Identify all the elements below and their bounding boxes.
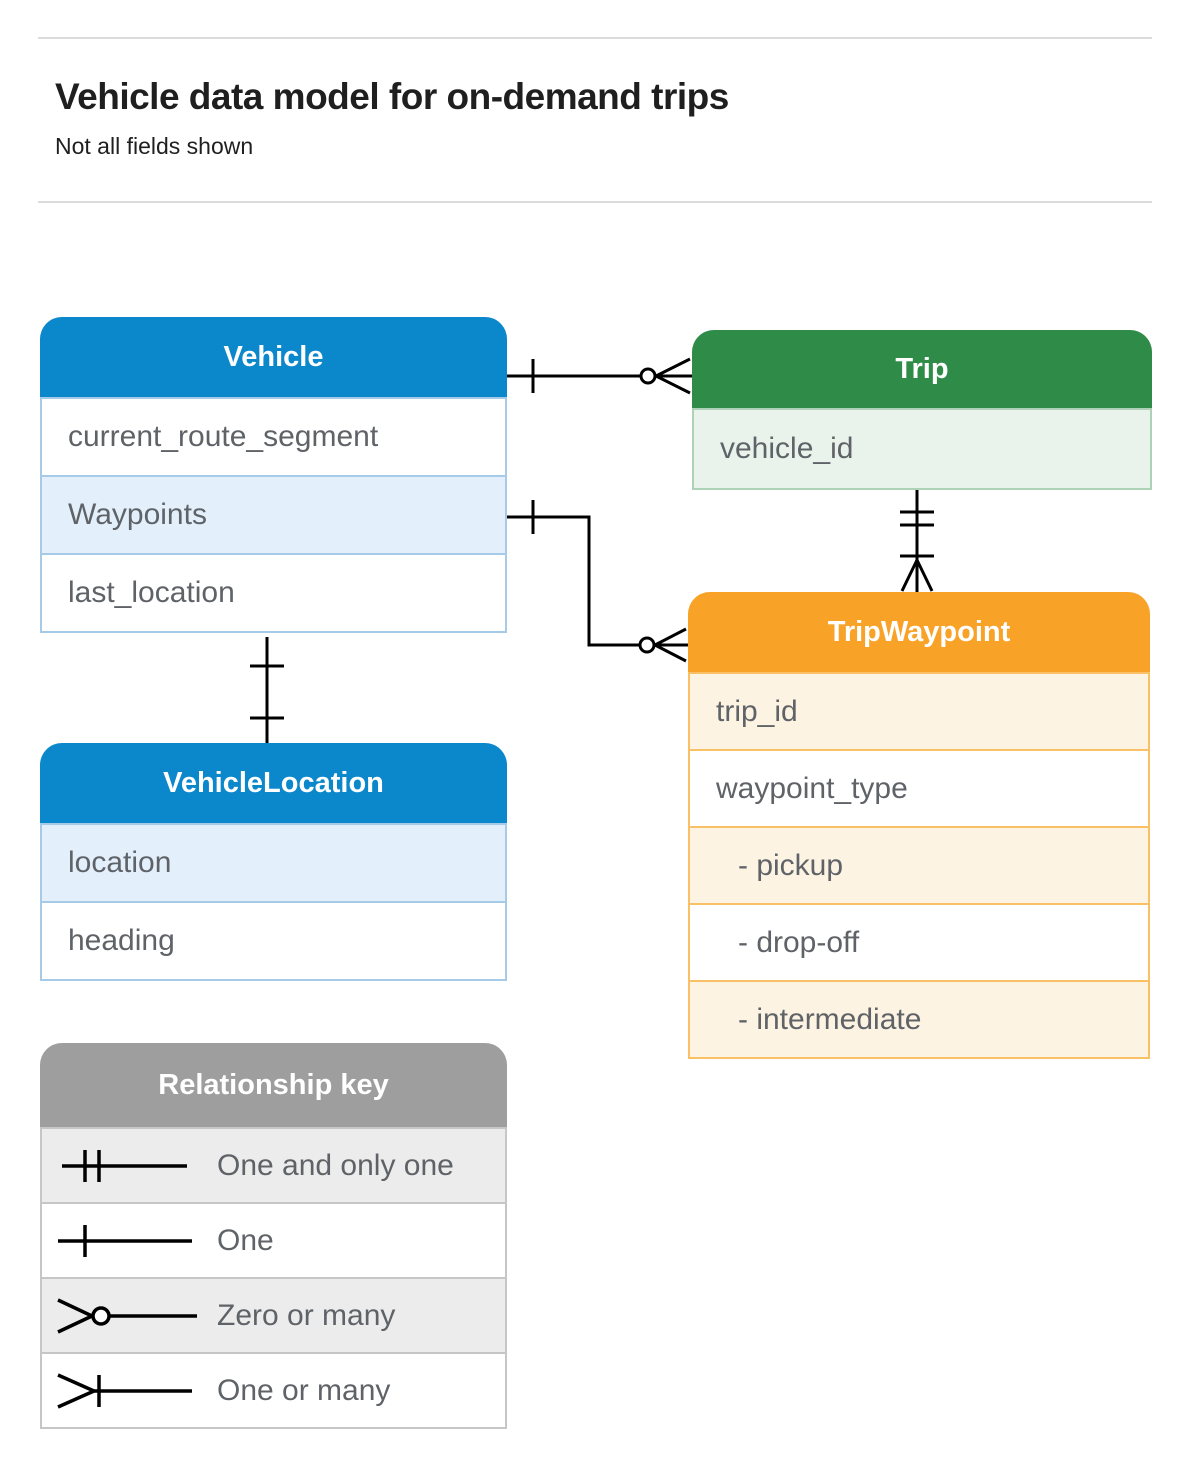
page-title: Vehicle data model for on-demand trips bbox=[55, 76, 729, 117]
legend-row-one-or-many: One or many bbox=[40, 1352, 507, 1429]
vehicle-table: Vehicle current_route_segment Waypoints … bbox=[40, 317, 507, 633]
field-row-waypoints: Waypoints bbox=[40, 475, 507, 555]
field-row-pickup: - pickup bbox=[688, 826, 1150, 905]
one-and-only-one-icon bbox=[62, 1149, 187, 1182]
legend-label: One and only one bbox=[217, 1148, 454, 1182]
field-row-vehicle-id: vehicle_id bbox=[692, 408, 1152, 490]
field-row-waypoint-type: waypoint_type bbox=[688, 749, 1150, 828]
field-row-last-location: last_location bbox=[40, 553, 507, 633]
connector-trip-tripwaypoint bbox=[900, 490, 934, 592]
one-or-many-icon bbox=[57, 1372, 192, 1409]
field-row-heading: heading bbox=[40, 901, 507, 981]
field-row-trip-id: trip_id bbox=[688, 672, 1150, 751]
vehicle-location-table-header: VehicleLocation bbox=[40, 743, 507, 823]
relationship-key: Relationship key One and only one One bbox=[40, 1043, 507, 1429]
trip-waypoint-table-header: TripWaypoint bbox=[688, 592, 1150, 672]
field-row-current-route-segment: current_route_segment bbox=[40, 397, 507, 477]
one-icon bbox=[58, 1224, 192, 1257]
zero-or-many-icon bbox=[57, 1297, 197, 1334]
legend-label: One or many bbox=[217, 1373, 391, 1407]
top-divider bbox=[38, 37, 1152, 39]
legend-row-zero-or-many: Zero or many bbox=[40, 1277, 507, 1354]
vehicle-table-header: Vehicle bbox=[40, 317, 507, 397]
relationship-key-header: Relationship key bbox=[40, 1043, 507, 1127]
connector-waypoints-tripwaypoint bbox=[507, 500, 688, 663]
field-row-location: location bbox=[40, 823, 507, 903]
page-subtitle: Not all fields shown bbox=[55, 133, 254, 159]
trip-table: Trip vehicle_id bbox=[692, 330, 1152, 490]
field-row-intermediate: - intermediate bbox=[688, 980, 1150, 1059]
trip-table-header: Trip bbox=[692, 330, 1152, 408]
legend-label: One bbox=[217, 1223, 274, 1257]
connector-vehicle-trip bbox=[507, 357, 692, 395]
legend-label: Zero or many bbox=[217, 1298, 396, 1332]
connector-vehicle-vehiclelocation bbox=[250, 637, 284, 743]
vehicle-location-table: VehicleLocation location heading bbox=[40, 743, 507, 981]
header-divider bbox=[38, 201, 1152, 203]
legend-row-one: One bbox=[40, 1202, 507, 1279]
field-row-drop-off: - drop-off bbox=[688, 903, 1150, 982]
legend-row-one-and-only-one: One and only one bbox=[40, 1127, 507, 1204]
trip-waypoint-table: TripWaypoint trip_id waypoint_type - pic… bbox=[688, 592, 1150, 1059]
